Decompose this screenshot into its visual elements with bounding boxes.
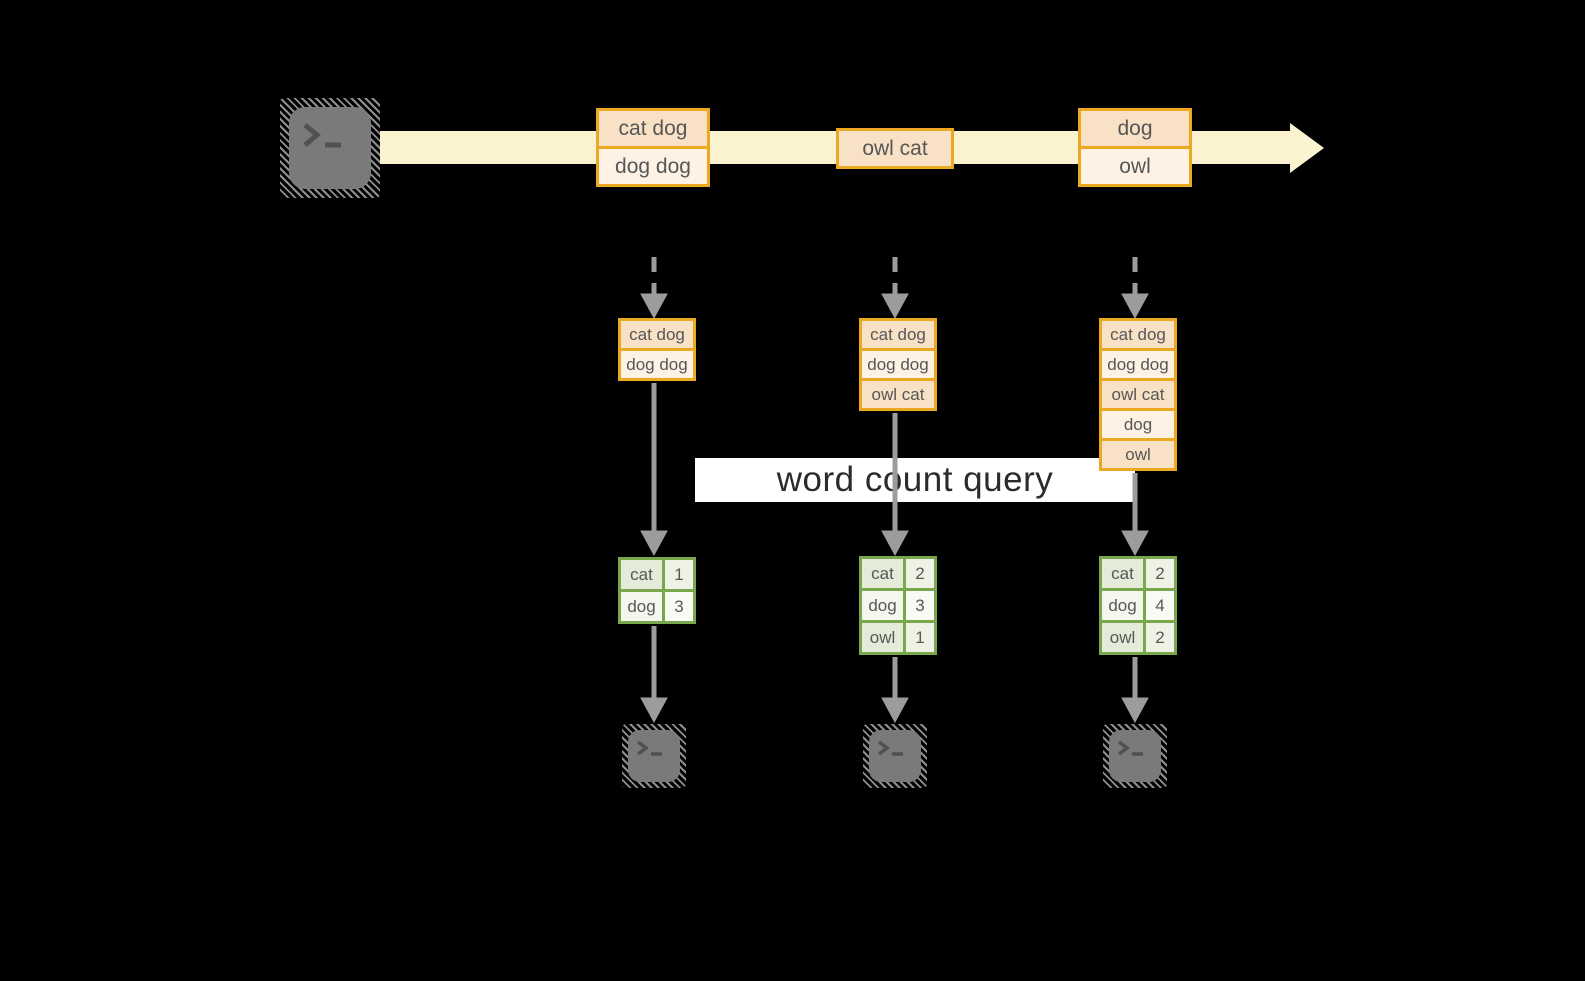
input-row: dog xyxy=(1102,411,1174,438)
result-row: dog 3 xyxy=(862,591,934,620)
query-arrowhead-2-icon xyxy=(881,530,909,557)
terminal-prompt-icon xyxy=(877,740,903,756)
result-word: owl xyxy=(862,623,903,652)
result-word: dog xyxy=(1102,591,1143,620)
input-row: owl cat xyxy=(1102,381,1174,408)
timeline-batch-3: dog owl xyxy=(1078,108,1192,187)
sink-terminal-icon-1 xyxy=(622,724,686,788)
sink-terminal-icon-3 xyxy=(1103,724,1167,788)
query-band: word count query xyxy=(695,458,1135,502)
terminal-prompt-icon xyxy=(636,740,662,756)
input-row: dog dog xyxy=(621,351,693,378)
terminal-screen xyxy=(869,730,921,782)
timeline-batch-1: cat dog dog dog xyxy=(596,108,710,187)
result-count: 3 xyxy=(665,592,693,621)
result-table-3: cat 2 dog 4 owl 2 xyxy=(1099,556,1177,655)
input-row: cat dog xyxy=(621,321,693,348)
result-count: 1 xyxy=(665,560,693,589)
input-row: dog dog xyxy=(862,351,934,378)
result-count: 1 xyxy=(906,623,934,652)
terminal-prompt-icon xyxy=(303,123,341,148)
result-row: cat 1 xyxy=(621,560,693,589)
result-word: dog xyxy=(621,592,662,621)
output-arrowhead-2-icon xyxy=(881,697,909,724)
input-row: dog dog xyxy=(1102,351,1174,378)
result-word: cat xyxy=(1102,559,1143,588)
input-row: cat dog xyxy=(1102,321,1174,348)
result-count: 3 xyxy=(906,591,934,620)
terminal-screen xyxy=(1109,730,1161,782)
timeline-event: cat dog xyxy=(599,111,707,146)
result-table-2: cat 2 dog 3 owl 1 xyxy=(859,556,937,655)
result-count: 2 xyxy=(906,559,934,588)
timeline-event: owl xyxy=(1081,149,1189,184)
result-count: 4 xyxy=(1146,591,1174,620)
stream-timeline-arrowhead-icon xyxy=(1290,123,1324,173)
terminal-screen xyxy=(628,730,680,782)
result-word: dog xyxy=(862,591,903,620)
result-count: 2 xyxy=(1146,559,1174,588)
result-row: dog 3 xyxy=(621,592,693,621)
output-arrowhead-3-icon xyxy=(1121,697,1149,724)
query-arrowhead-3-icon xyxy=(1121,530,1149,557)
input-table-1: cat dog dog dog xyxy=(618,318,696,381)
result-count: 2 xyxy=(1146,623,1174,652)
result-word: owl xyxy=(1102,623,1143,652)
result-row: owl 2 xyxy=(1102,623,1174,652)
timeline-event: dog dog xyxy=(599,149,707,184)
input-table-3: cat dog dog dog owl cat dog owl xyxy=(1099,318,1177,471)
sink-terminal-icon-2 xyxy=(863,724,927,788)
input-row: cat dog xyxy=(862,321,934,348)
timeline-event: dog xyxy=(1081,111,1189,146)
result-row: cat 2 xyxy=(1102,559,1174,588)
result-row: cat 2 xyxy=(862,559,934,588)
input-table-2: cat dog dog dog owl cat xyxy=(859,318,937,411)
microbatch-arrowhead-2-icon xyxy=(881,293,909,320)
microbatch-arrows xyxy=(640,257,1149,320)
terminal-prompt-icon xyxy=(1117,740,1143,756)
source-terminal-icon xyxy=(280,98,380,198)
timeline-event: owl cat xyxy=(839,131,951,166)
input-row: owl cat xyxy=(862,381,934,408)
input-row: owl xyxy=(1102,441,1174,468)
microbatch-arrowhead-1-icon xyxy=(640,293,668,320)
microbatch-arrowhead-3-icon xyxy=(1121,293,1149,320)
result-word: cat xyxy=(862,559,903,588)
result-word: cat xyxy=(621,560,662,589)
result-row: owl 1 xyxy=(862,623,934,652)
timeline-batch-2: owl cat xyxy=(836,128,954,169)
terminal-screen xyxy=(289,107,371,189)
result-row: dog 4 xyxy=(1102,591,1174,620)
result-table-1: cat 1 dog 3 xyxy=(618,557,696,624)
query-arrowhead-1-icon xyxy=(640,530,668,557)
output-arrowhead-1-icon xyxy=(640,697,668,724)
query-label: word count query xyxy=(776,460,1054,499)
